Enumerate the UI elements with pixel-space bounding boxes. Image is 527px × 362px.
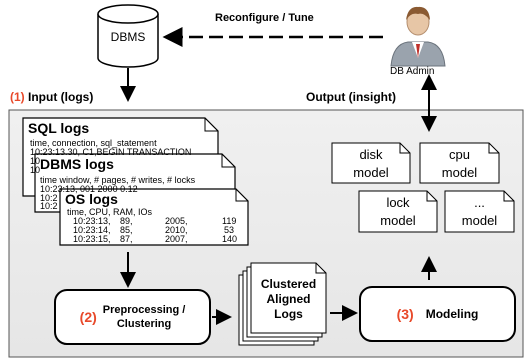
disk-model-document [331,142,411,184]
disk-model-line-2: model [353,165,389,180]
dbms-logs-line: 10:2 [40,201,58,211]
cpu-model-document [419,142,500,184]
os-logs-time: 10:23:14, [73,225,111,235]
etc-model-label: ... model [445,194,514,230]
dbms-logs-title: DBMS logs [40,156,114,172]
os-logs-cpu: 89, [120,216,133,226]
clustered-logs-stack [238,262,327,346]
input-section-text: Input (logs) [28,90,94,104]
clustered-line-2: Aligned [266,291,311,306]
dbms-cylinder [97,4,159,68]
etc-model-line-2: model [461,213,498,228]
lock-model-line-2: model [380,213,416,228]
dbms-logs-line: 10:2 [40,193,58,203]
os-logs-ram: 2010, [165,225,188,235]
dbms-logs-line: 10:23:13, 001 2000 0.12 [40,184,138,194]
clustered-label: Clustered Aligned Logs [251,270,326,328]
preprocessing-line-1: Preprocessing / [102,304,186,316]
lock-model-document [358,190,438,233]
etc-model-document [444,190,515,233]
sql-logs-line: 10 [30,165,41,175]
db-admin-label: DB Admin [390,66,435,77]
os-logs-time: 10:23:13, [73,216,111,226]
output-section-label: Output (insight) [306,90,396,104]
input-section-number: (1) [10,90,25,104]
os-logs-ram: 2007, [165,234,188,244]
preprocessing-line-2: Clustering [116,318,172,330]
os-logs-document [59,188,249,246]
sql-logs-line: 10:23:13.30, C1,BEGIN TRANSACTION [30,147,192,157]
dbms-logs-header: time window, # pages, # writes, # locks [40,175,196,185]
lock-model-line-1: lock [386,195,410,210]
os-logs-cpu: 87, [120,234,133,244]
preprocessing-number: (2) [79,309,97,325]
os-logs-ios: 119 [222,216,237,226]
os-logs-header: time, CPU, RAM, IOs [67,207,153,217]
preprocessing-box [54,289,211,345]
sql-logs-line: 10 [30,156,41,166]
modeling-text: Modeling [425,307,479,321]
os-logs-title: OS logs [65,191,118,207]
modeling-box [359,286,516,342]
dbms-label: DBMS [98,22,158,52]
os-logs-ios: 53 [224,225,235,235]
preprocessing-label: (2) Preprocessing / Clustering [55,290,210,344]
lock-model-label: lock model [359,194,437,230]
os-logs-ios: 140 [222,234,238,244]
cpu-model-line-2: model [441,165,478,180]
etc-model-line-1: ... [474,195,485,210]
disk-model-label: disk model [332,146,410,182]
input-section-label: (1) Input (logs) [10,90,93,104]
clustered-line-1: Clustered [260,276,317,291]
cpu-model-line-1: cpu [449,147,470,162]
sql-logs-header: time, connection, sql_statement [30,138,157,148]
os-logs-cpu: 85, [120,225,133,235]
os-logs-ram: 2005, [165,216,188,226]
preprocessing-text: Preprocessing / Clustering [103,303,186,331]
os-logs-time: 10:23:15, [73,234,111,244]
sql-logs-title: SQL logs [28,120,90,136]
modeling-number: (3) [396,306,414,322]
disk-model-line-1: disk [359,147,383,162]
clustered-line-3: Logs [274,306,303,321]
modeling-label: (3) Modeling [360,287,515,341]
cpu-model-label: cpu model [420,146,499,182]
reconfigure-label: Reconfigure / Tune [215,12,314,24]
dbms-label-text: DBMS [110,30,146,44]
db-admin-person-icon [390,6,446,67]
